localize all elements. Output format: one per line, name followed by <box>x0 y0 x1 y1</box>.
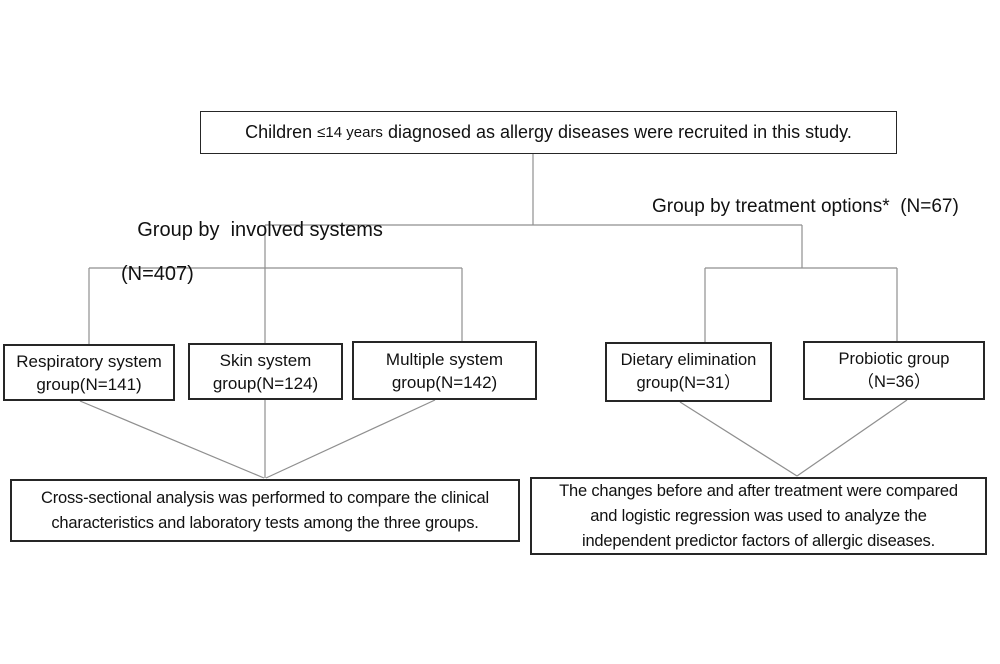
respiratory-group-line1: Respiratory system <box>16 351 162 371</box>
skin-group-line1: Skin system <box>219 350 312 370</box>
line-dietary-to-summary <box>679 401 798 477</box>
cross-sectional-summary-line2: characteristics and laboratory tests amo… <box>51 513 479 532</box>
recruitment-box: Children ≤14 years diagnosed as allergy … <box>200 111 897 154</box>
left-branch-label-line1: Group by involved systems <box>137 219 383 241</box>
probiotic-group-line1: Probiotic group <box>838 349 950 368</box>
treatment-summary-line3: independent predictor factors of allergi… <box>581 531 935 550</box>
left-branch-label-count: (N=407) <box>121 263 194 285</box>
multiple-group-line2: group(N=142) <box>391 372 498 392</box>
treatment-summary-line1: The changes before and after treatment w… <box>559 481 958 500</box>
treatment-summary-box: The changes before and after treatment w… <box>530 477 987 555</box>
probiotic-group-line2: （N=36） <box>857 372 931 391</box>
cross-sectional-summary-box: Cross-sectional analysis was performed t… <box>10 479 520 542</box>
line-multiple-to-summary <box>265 399 436 479</box>
skin-group-box: Skin system group(N=124) <box>188 343 343 400</box>
dietary-group-line2: group(N=31） <box>636 374 741 392</box>
recruitment-text-suffix: diagnosed as allergy diseases were recru… <box>382 122 852 142</box>
left-branch-label: Group by involved systems (N=407) <box>115 197 383 329</box>
respiratory-group-line2: group(N=141) <box>36 374 142 394</box>
cross-sectional-summary-line1: Cross-sectional analysis was performed t… <box>41 488 489 507</box>
multiple-group-box: Multiple system group(N=142) <box>352 341 537 400</box>
recruitment-text-age: ≤14 years <box>317 124 383 141</box>
right-branch-label: Group by treatment options* (N=67) <box>652 196 959 217</box>
line-probiotic-to-summary <box>796 399 908 477</box>
recruitment-text-prefix: Children <box>245 122 318 142</box>
skin-group-line2: group(N=124) <box>212 373 319 393</box>
line-respiratory-to-summary <box>79 400 265 479</box>
dietary-group-box: Dietary elimination group(N=31） <box>605 342 772 402</box>
dietary-group-line1: Dietary elimination <box>620 351 757 369</box>
treatment-summary-line2: and logistic regression was used to anal… <box>590 506 927 525</box>
respiratory-group-box: Respiratory system group(N=141) <box>3 344 175 401</box>
probiotic-group-box: Probiotic group （N=36） <box>803 341 985 400</box>
multiple-group-line1: Multiple system <box>385 349 504 369</box>
